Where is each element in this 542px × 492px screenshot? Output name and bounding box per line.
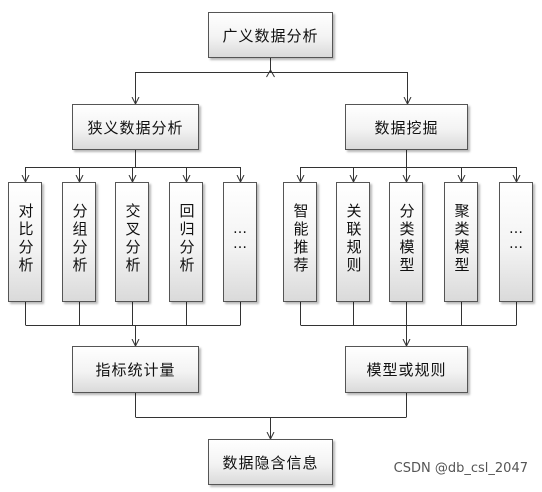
left-item-box: 交叉分析 xyxy=(115,182,149,302)
root-arrow-tick xyxy=(266,68,275,78)
left-item-label: 分组分析 xyxy=(70,203,89,275)
right-item-box: 聚类模型 xyxy=(444,182,478,302)
right-item-label: 关联规则 xyxy=(344,203,363,275)
right-result-box: 模型或规则 xyxy=(345,346,468,393)
left-item-label: 回归分析 xyxy=(177,203,196,275)
left-result-label: 指标统计量 xyxy=(95,361,176,379)
right-item-ellipsis: …… xyxy=(508,221,524,251)
right-item-label: 智能推荐 xyxy=(291,203,310,275)
right-item-label: 分类模型 xyxy=(397,203,416,275)
right-result-label: 模型或规则 xyxy=(366,361,447,379)
left-result-box: 指标统计量 xyxy=(72,346,199,393)
root-label: 广义数据分析 xyxy=(222,26,319,45)
left-bottom-drops xyxy=(25,302,241,325)
right-item-label: 聚类模型 xyxy=(452,203,471,275)
right-item-box: …… xyxy=(499,182,533,302)
final-label: 数据隐含信息 xyxy=(222,453,319,472)
watermark: CSDN @db_csl_2047 xyxy=(393,461,528,476)
right-item-box: 关联规则 xyxy=(336,182,370,302)
left-branch-title: 狭义数据分析 xyxy=(87,118,184,137)
final-box: 数据隐含信息 xyxy=(208,439,333,485)
left-item-box: 对比分析 xyxy=(8,182,42,302)
left-branch-title-box: 狭义数据分析 xyxy=(72,104,199,150)
right-item-box: 智能推荐 xyxy=(283,182,317,302)
left-item-box: 回归分析 xyxy=(169,182,203,302)
right-item-box: 分类模型 xyxy=(389,182,423,302)
left-item-box: 分组分析 xyxy=(62,182,96,302)
right-branch-title: 数据挖掘 xyxy=(374,118,439,137)
left-item-label: 交叉分析 xyxy=(123,203,142,275)
left-item-ellipsis: …… xyxy=(232,221,248,251)
right-bottom-drops xyxy=(300,302,517,325)
left-item-label: 对比分析 xyxy=(16,203,35,275)
root-box: 广义数据分析 xyxy=(208,12,333,58)
right-branch-title-box: 数据挖掘 xyxy=(345,104,468,150)
left-item-box: …… xyxy=(223,182,257,302)
